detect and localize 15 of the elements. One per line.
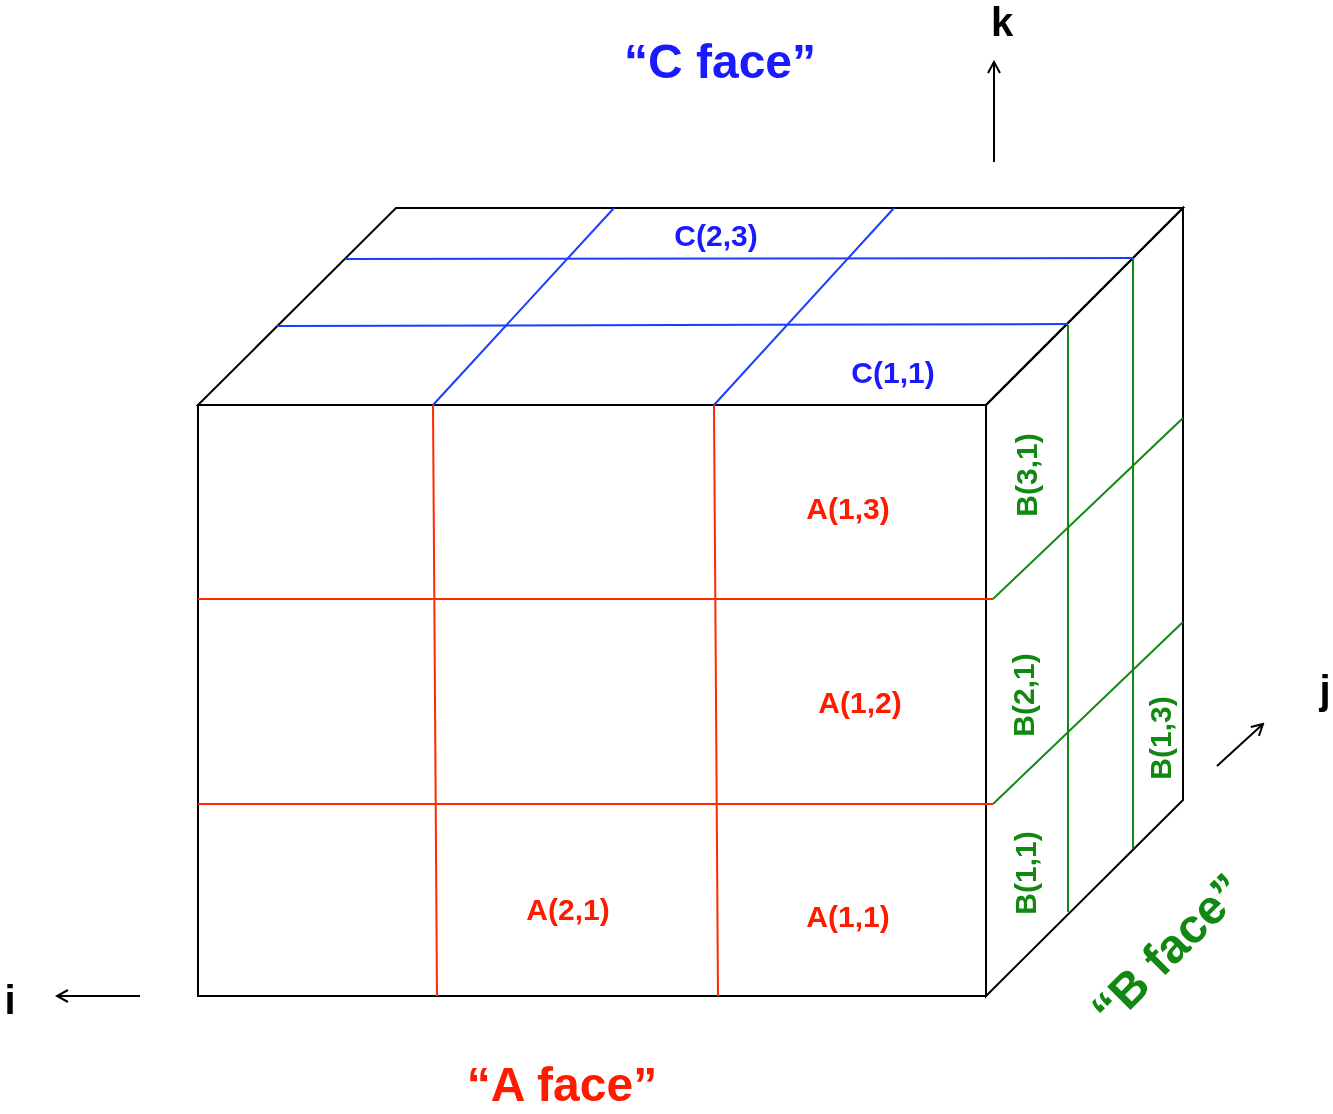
cell-label: C(2,3) <box>674 221 758 251</box>
axis-label: i <box>4 980 16 1020</box>
cell-label: B(1,3) <box>1146 696 1176 780</box>
cell-label: C(1,1) <box>851 358 935 388</box>
cell-label: A(1,2) <box>818 688 902 718</box>
cell-label: A(2,1) <box>526 895 610 925</box>
cell-label: B(2,1) <box>1009 653 1039 737</box>
face-label: “C face” <box>623 38 817 86</box>
cell-label: A(1,1) <box>806 902 890 932</box>
cell-label: B(3,1) <box>1012 433 1042 517</box>
axis-label: j <box>1319 670 1331 710</box>
face-label: “A face” <box>466 1061 658 1109</box>
axis-label: k <box>990 2 1014 42</box>
cell-label: A(1,3) <box>806 494 890 524</box>
cell-label: B(1,1) <box>1011 831 1041 915</box>
